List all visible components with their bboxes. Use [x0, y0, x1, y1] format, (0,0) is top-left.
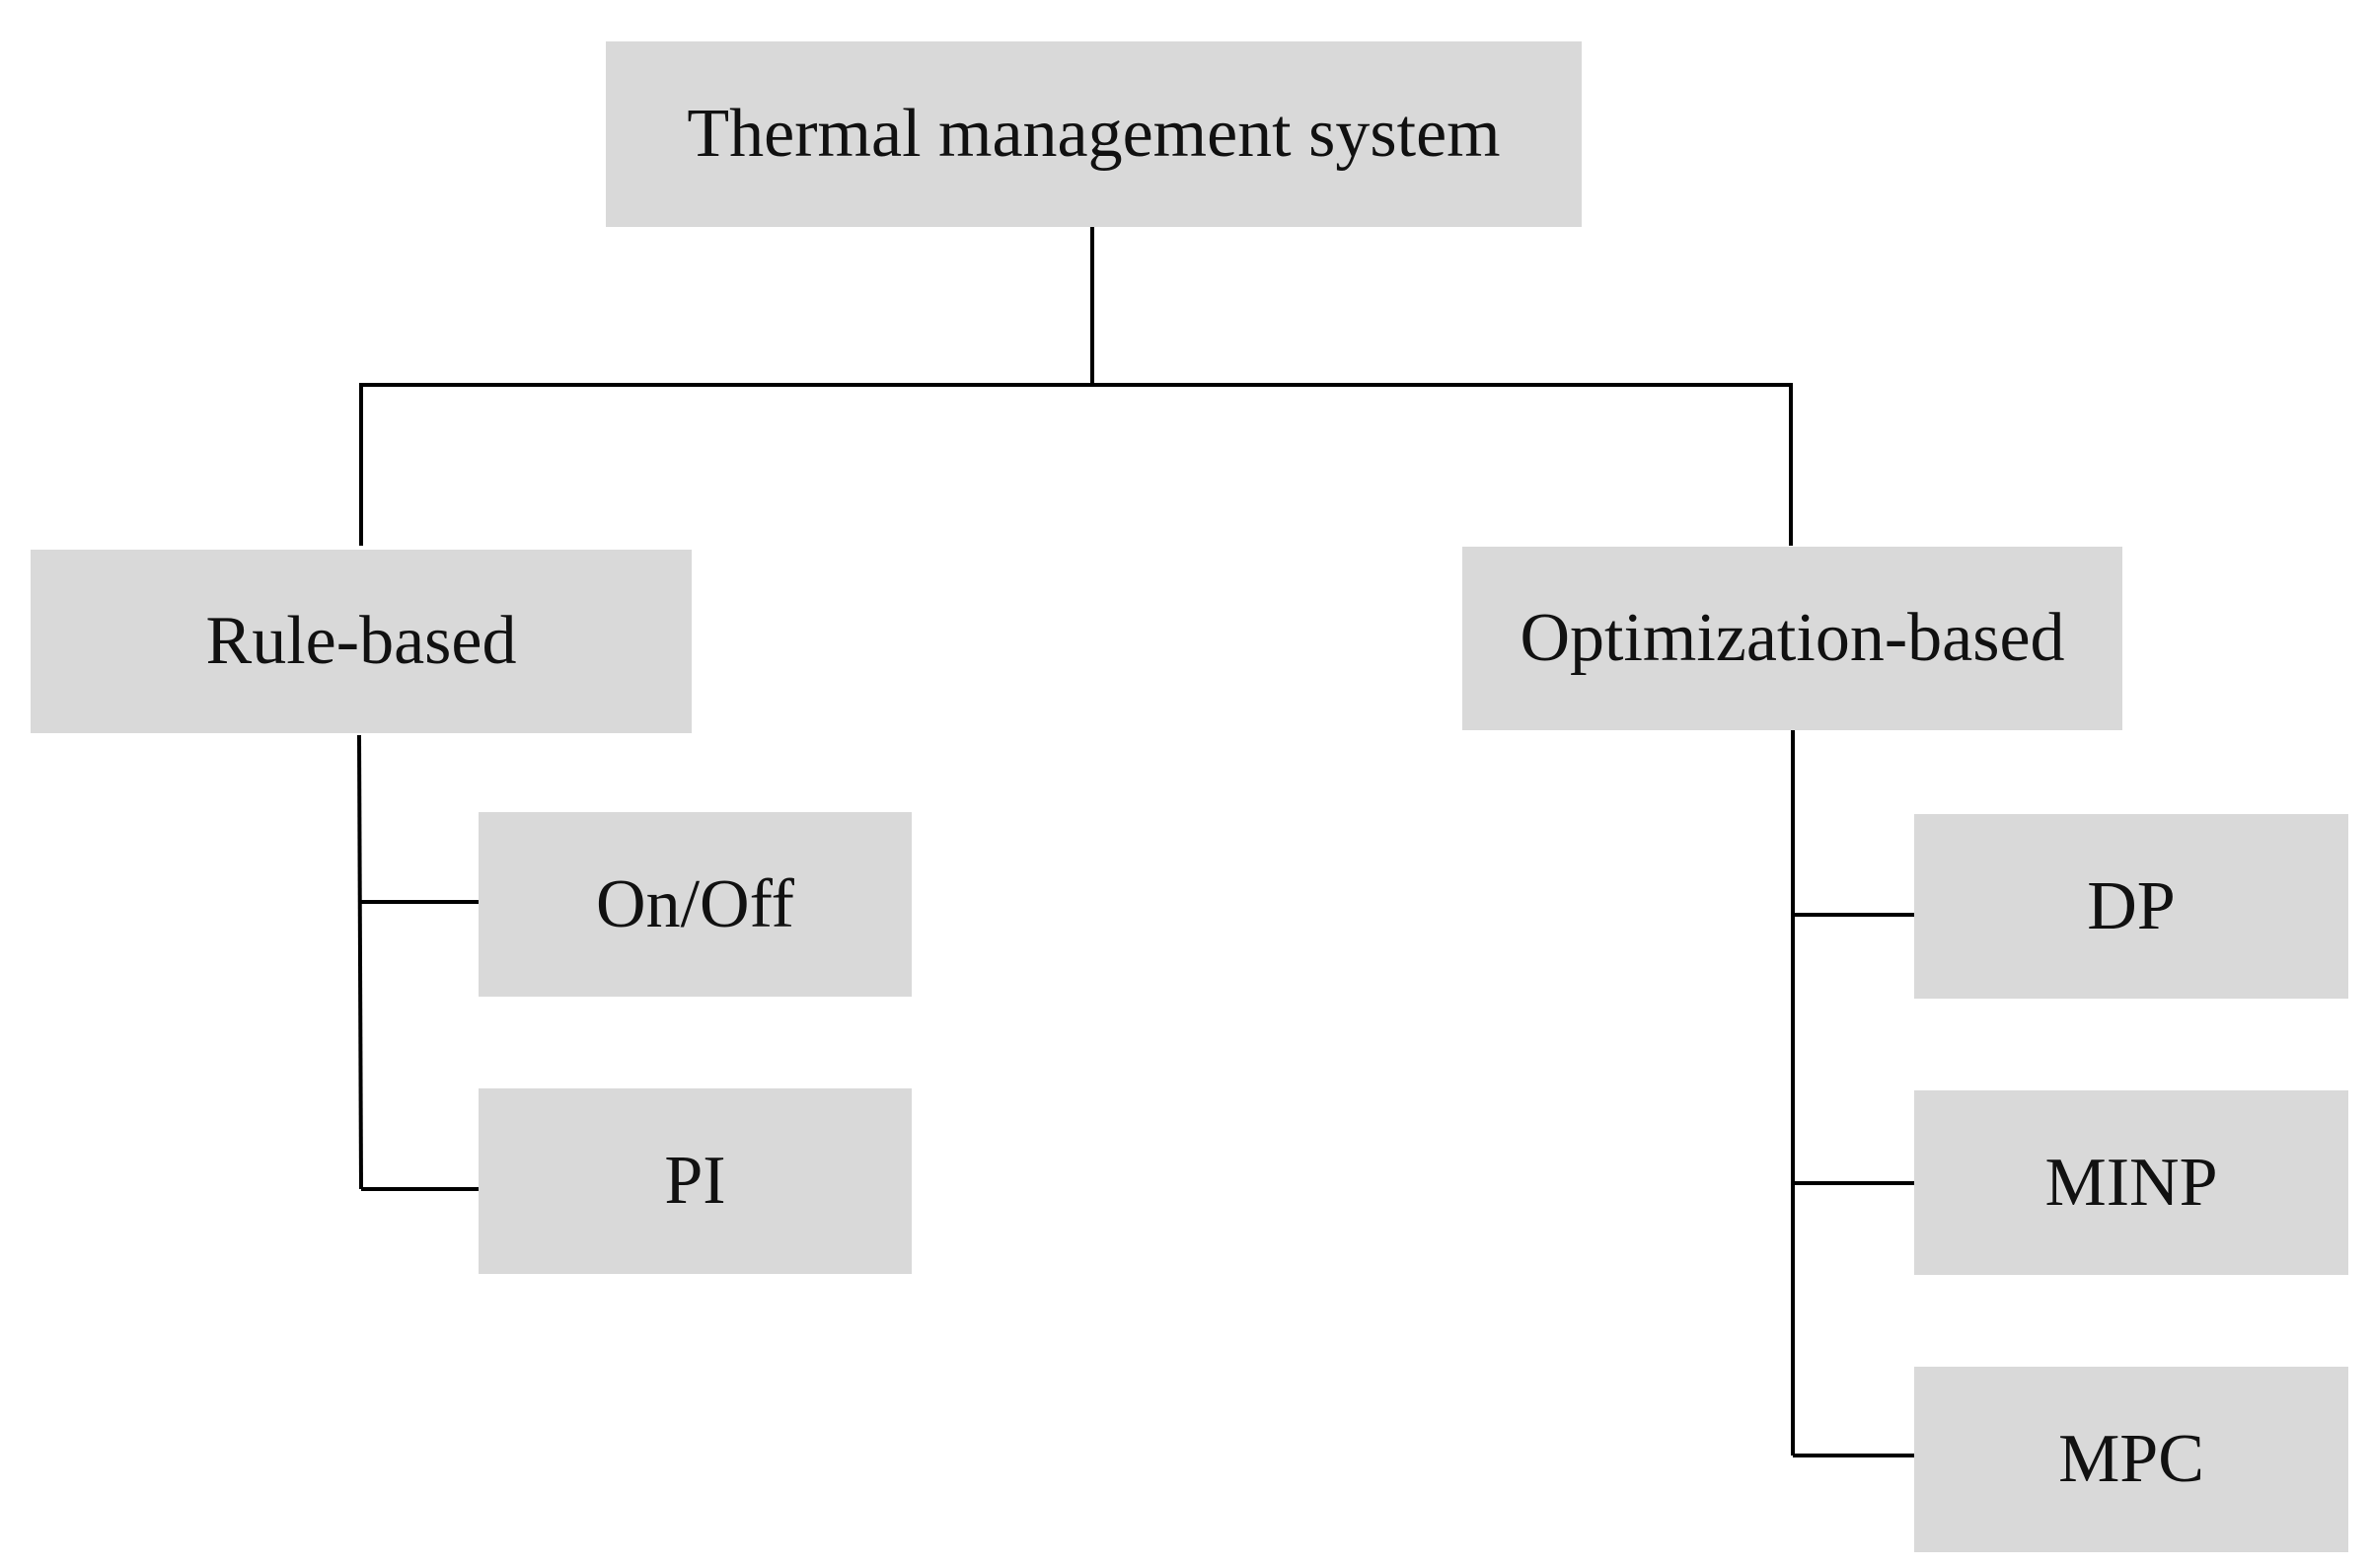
- root-node: Thermal management system: [606, 41, 1582, 227]
- rule-based-label: Rule-based: [205, 603, 517, 679]
- mpc-node: MPC: [1914, 1367, 2348, 1552]
- pi-node: PI: [479, 1088, 912, 1274]
- minp-node: MINP: [1914, 1090, 2348, 1275]
- rule-based-node: Rule-based: [31, 550, 692, 733]
- rule-based-trunk-line: [357, 734, 363, 1190]
- dp-label: DP: [2087, 867, 2176, 944]
- optimization-based-label: Optimization-based: [1520, 600, 2065, 676]
- minp-label: MINP: [2044, 1144, 2218, 1221]
- optimization-based-node: Optimization-based: [1462, 547, 2122, 730]
- on-off-node: On/Off: [479, 812, 912, 997]
- pi-label: PI: [664, 1143, 726, 1219]
- mpc-label: MPC: [2058, 1421, 2204, 1497]
- dp-node: DP: [1914, 814, 2348, 999]
- on-off-label: On/Off: [596, 865, 794, 942]
- root-node-label: Thermal management system: [687, 96, 1501, 172]
